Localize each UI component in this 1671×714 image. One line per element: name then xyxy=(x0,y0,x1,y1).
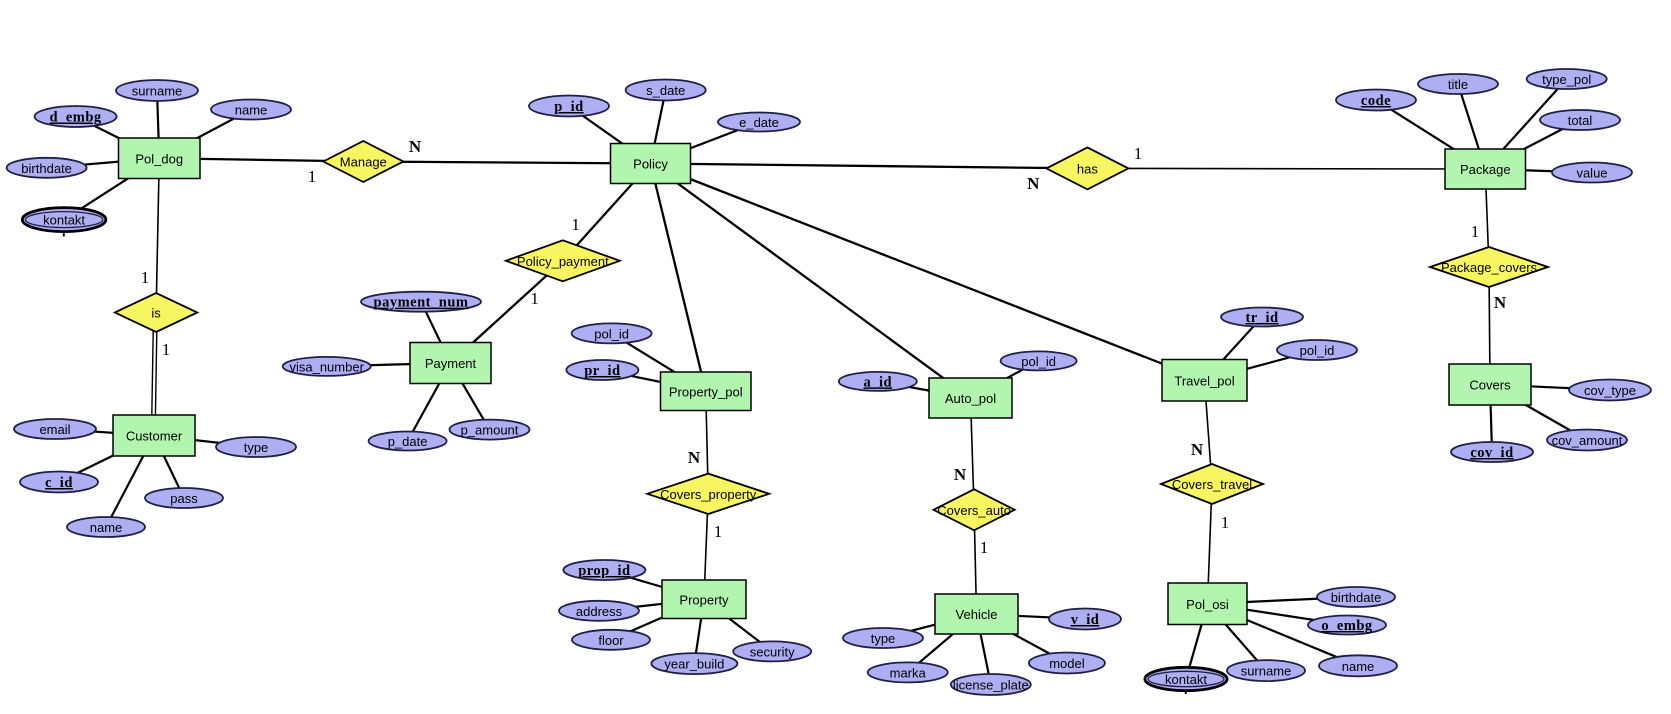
svg-text:s_date: s_date xyxy=(646,83,685,98)
svg-text:Package: Package xyxy=(1460,162,1511,177)
svg-text:Customer: Customer xyxy=(126,429,183,444)
svg-text:p_date: p_date xyxy=(388,434,428,449)
svg-text:p_amount: p_amount xyxy=(461,423,519,438)
svg-text:Payment: Payment xyxy=(425,356,477,371)
svg-text:Covers: Covers xyxy=(1469,378,1511,393)
svg-text:pass: pass xyxy=(170,491,198,506)
svg-text:total: total xyxy=(1568,113,1593,128)
svg-text:N: N xyxy=(1027,174,1040,193)
svg-text:has: has xyxy=(1077,161,1098,176)
svg-text:surname: surname xyxy=(132,84,183,99)
svg-text:year_build: year_build xyxy=(664,657,724,672)
svg-text:Vehicle: Vehicle xyxy=(956,607,998,622)
svg-text:value: value xyxy=(1576,166,1607,181)
svg-text:title: title xyxy=(1448,77,1468,92)
svg-text:pol_id: pol_id xyxy=(1300,343,1335,358)
svg-text:1: 1 xyxy=(1471,222,1480,241)
svg-text:name: name xyxy=(235,103,268,118)
svg-text:Manage: Manage xyxy=(340,155,387,170)
svg-text:c_id: c_id xyxy=(45,475,73,491)
svg-text:surname: surname xyxy=(1241,664,1292,679)
svg-text:1: 1 xyxy=(530,289,539,308)
svg-text:payment_num: payment_num xyxy=(374,295,469,311)
svg-text:Pol_osi: Pol_osi xyxy=(1186,597,1229,612)
svg-text:prop_id: prop_id xyxy=(578,563,630,579)
svg-text:is: is xyxy=(151,306,161,321)
svg-text:Property: Property xyxy=(679,592,729,607)
svg-text:Package_covers: Package_covers xyxy=(1441,260,1538,275)
svg-text:Covers_travel: Covers_travel xyxy=(1172,477,1252,492)
svg-text:N: N xyxy=(954,465,967,484)
svg-text:1: 1 xyxy=(141,268,150,287)
svg-text:d_embg: d_embg xyxy=(50,110,102,126)
svg-text:type_pol: type_pol xyxy=(1542,72,1591,87)
svg-text:tr_id: tr_id xyxy=(1245,310,1278,326)
svg-text:type: type xyxy=(871,631,896,646)
svg-text:pr_id: pr_id xyxy=(584,363,620,379)
svg-text:Auto_pol: Auto_pol xyxy=(945,391,996,406)
svg-text:Policy_payment: Policy_payment xyxy=(517,254,609,269)
svg-text:cov_id: cov_id xyxy=(1470,445,1513,461)
svg-text:email: email xyxy=(39,422,70,437)
svg-text:e_date: e_date xyxy=(739,115,779,130)
svg-text:name: name xyxy=(90,520,123,535)
svg-text:address: address xyxy=(576,604,623,619)
svg-text:v_id: v_id xyxy=(1071,612,1100,628)
svg-text:pol_id: pol_id xyxy=(594,326,629,341)
svg-text:Policy: Policy xyxy=(633,157,668,172)
svg-text:1: 1 xyxy=(308,167,317,186)
svg-text:p_id: p_id xyxy=(554,99,583,115)
svg-text:1: 1 xyxy=(162,340,171,359)
svg-text:code: code xyxy=(1361,93,1391,109)
svg-text:1: 1 xyxy=(1134,144,1143,163)
svg-text:Property_pol: Property_pol xyxy=(669,384,743,399)
svg-text:o_embg: o_embg xyxy=(1321,618,1373,634)
svg-text:Covers_auto: Covers_auto xyxy=(937,503,1011,518)
svg-text:license_plate: license_plate xyxy=(953,678,1029,693)
svg-text:visa_number: visa_number xyxy=(289,359,364,374)
svg-text:1: 1 xyxy=(980,538,989,557)
svg-text:N: N xyxy=(1494,293,1507,312)
svg-text:type: type xyxy=(244,440,269,455)
svg-text:1: 1 xyxy=(571,215,580,234)
svg-text:kontakt: kontakt xyxy=(43,213,85,228)
svg-text:marka: marka xyxy=(890,665,927,680)
svg-text:Pol_dog: Pol_dog xyxy=(135,151,183,166)
svg-text:name: name xyxy=(1342,659,1375,674)
svg-text:cov_amount: cov_amount xyxy=(1552,433,1623,448)
svg-text:1: 1 xyxy=(714,522,723,541)
svg-text:N: N xyxy=(1191,440,1204,459)
svg-text:model: model xyxy=(1049,656,1085,671)
svg-text:Covers_property: Covers_property xyxy=(660,487,757,502)
svg-text:Travel_pol: Travel_pol xyxy=(1174,373,1234,388)
svg-text:floor: floor xyxy=(598,633,624,648)
svg-text:1: 1 xyxy=(1221,513,1230,532)
svg-text:cov_type: cov_type xyxy=(1584,383,1636,398)
svg-text:N: N xyxy=(409,137,422,156)
svg-text:a_id: a_id xyxy=(864,374,893,390)
svg-text:birthdate: birthdate xyxy=(21,161,72,176)
svg-text:pol_id: pol_id xyxy=(1021,354,1056,369)
svg-text:kontakt: kontakt xyxy=(1165,672,1207,687)
svg-text:N: N xyxy=(688,448,701,467)
svg-text:birthdate: birthdate xyxy=(1331,590,1382,605)
svg-text:security: security xyxy=(750,644,795,659)
